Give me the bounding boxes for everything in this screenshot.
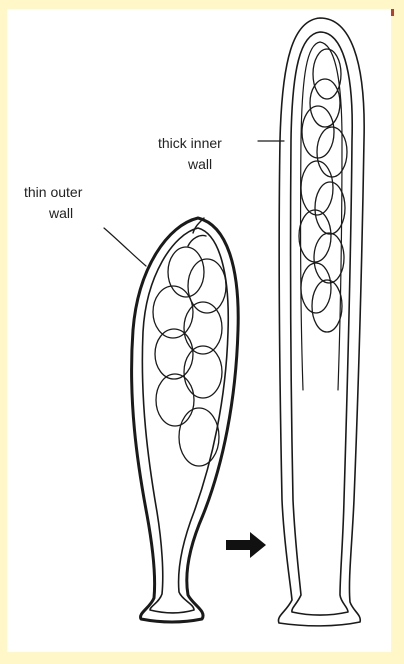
inner-wall-label-line2: wall: [187, 156, 212, 172]
spore: [153, 286, 193, 338]
spore: [313, 49, 341, 99]
left-ascus-outer-wall: [132, 218, 239, 622]
outer-wall-label-line1: thin outer: [24, 184, 83, 200]
left-ascus-apex-cap: [188, 235, 206, 246]
spore: [299, 210, 331, 262]
right-ascus: [278, 18, 364, 626]
spore: [168, 247, 204, 297]
left-ascus-spores: [153, 247, 226, 466]
outer-wall-leader-line: [104, 228, 146, 266]
outer-wall-label-line2: wall: [48, 205, 73, 221]
spore: [156, 374, 194, 426]
right-ascus-lumen: [301, 42, 320, 390]
spore: [155, 329, 193, 379]
spore: [302, 106, 334, 158]
spore: [301, 161, 333, 215]
spore: [310, 79, 340, 127]
inner-wall-label-line1: thick inner: [158, 135, 222, 151]
right-arrow-icon: [226, 532, 266, 558]
left-ascus: [132, 218, 239, 622]
corner-mark: [391, 9, 394, 16]
spore: [179, 408, 219, 466]
right-ascus-inner-wall: [291, 32, 353, 615]
